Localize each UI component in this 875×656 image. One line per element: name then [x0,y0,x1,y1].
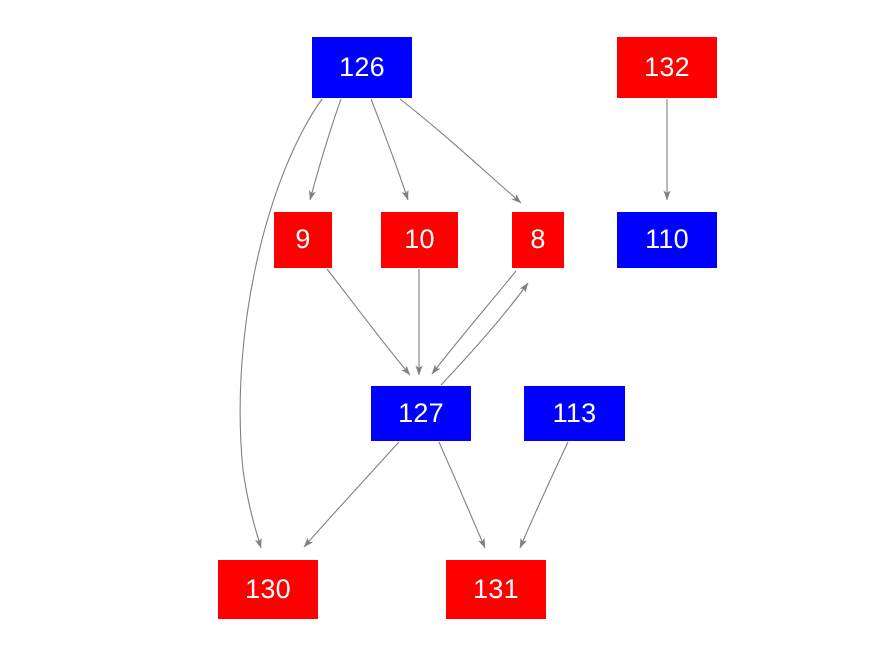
node-label: 110 [645,224,689,254]
node-110[interactable]: 110 [617,212,717,268]
edge-127-to-130 [303,441,400,548]
edge-126-to-10 [370,98,409,201]
edge-127-to-8 [440,282,529,386]
edge-9-to-127 [326,268,411,376]
node-10[interactable]: 10 [381,212,458,268]
edge-126-to-8 [399,98,522,204]
node-label: 130 [245,573,291,604]
node-130[interactable]: 130 [218,560,318,619]
node-9[interactable]: 9 [274,212,332,268]
node-126[interactable]: 126 [312,37,412,98]
edge-126-to-130 [239,98,323,549]
node-label: 127 [398,397,444,428]
edges-group [239,98,671,549]
node-label: 131 [473,573,519,604]
edge-8-to-127 [431,270,517,375]
node-label: 132 [644,51,690,82]
edge-113-to-131 [519,441,569,549]
node-113[interactable]: 113 [524,386,625,441]
node-label: 126 [339,51,385,82]
node-8[interactable]: 8 [512,212,564,268]
edge-127-to-131 [438,441,486,549]
node-127[interactable]: 127 [371,386,471,441]
edge-126-to-9 [309,98,342,201]
node-132[interactable]: 132 [617,37,717,98]
node-label: 8 [530,224,546,254]
node-label: 9 [295,224,311,254]
node-label: 113 [552,397,597,428]
node-131[interactable]: 131 [446,560,546,619]
node-label: 10 [404,224,435,254]
